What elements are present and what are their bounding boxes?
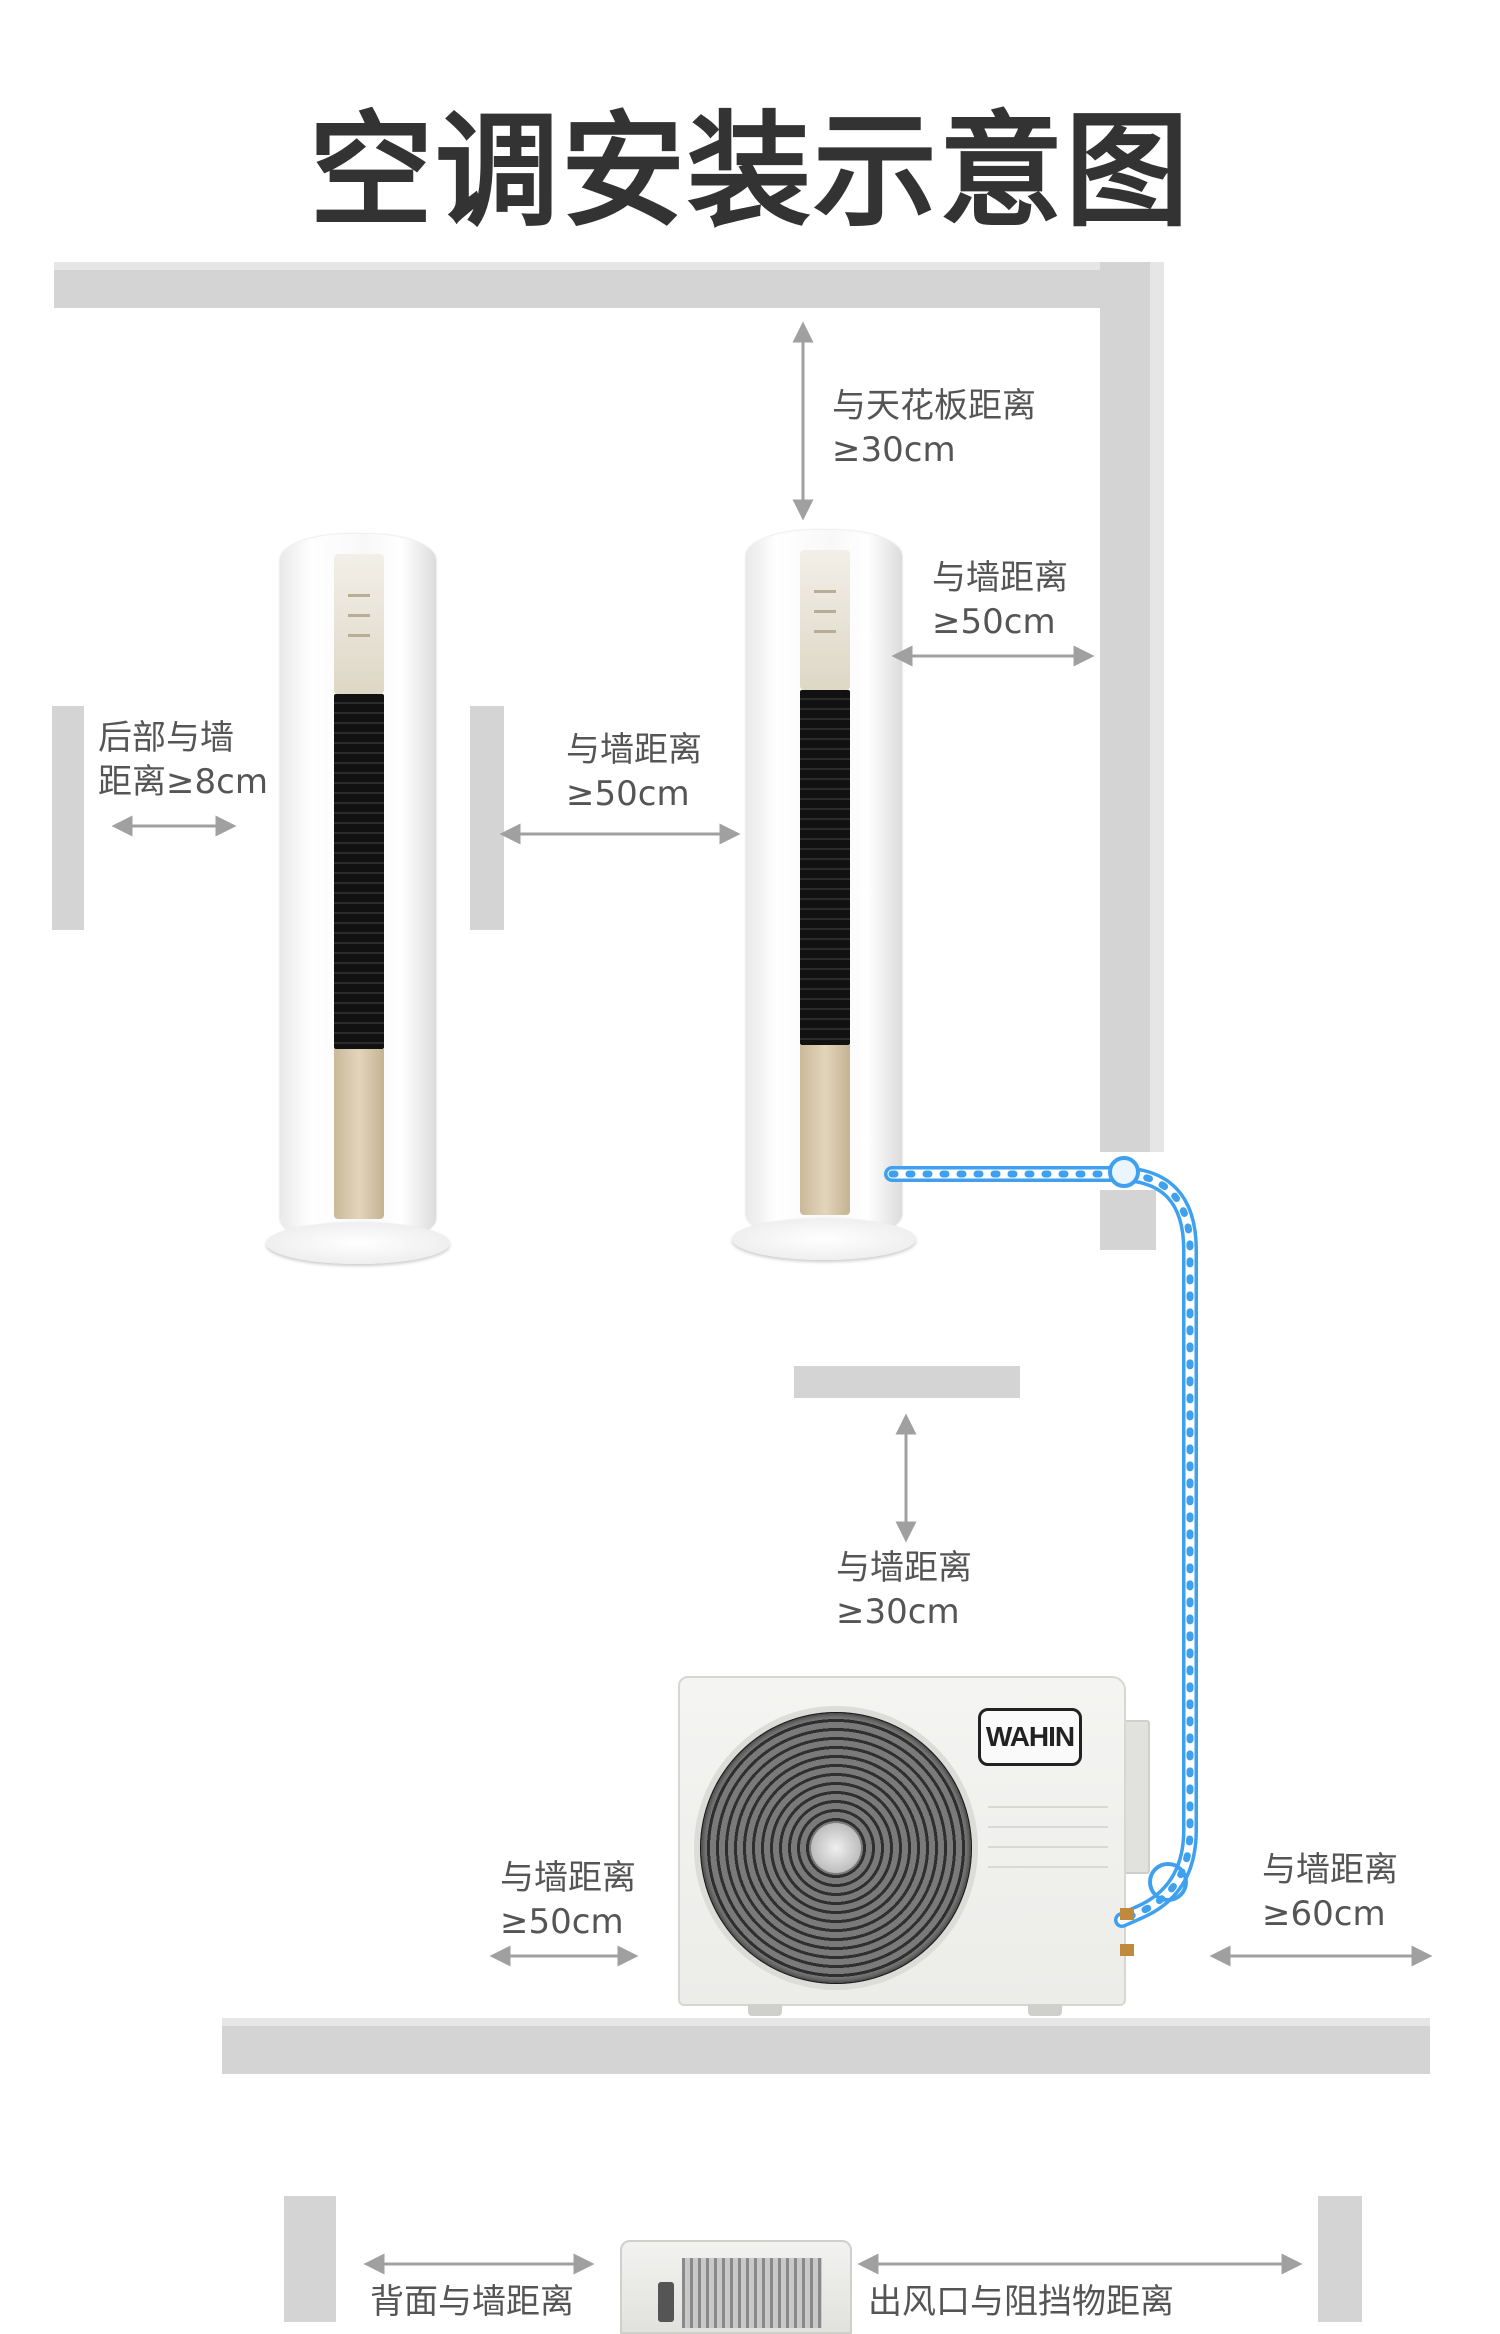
copper-valve bbox=[1120, 1944, 1134, 1956]
copper-valve bbox=[1120, 1908, 1134, 1920]
ceiling-distance-label: 与天花板距离 ≥30cm bbox=[832, 384, 1036, 472]
refrigerant-pipe bbox=[892, 1158, 1190, 1920]
back-wall-distance-label: 后部与墙 距离≥8cm bbox=[98, 716, 268, 804]
bottom-right-distance-label: 出风口与阻挡物距离 bbox=[868, 2280, 1174, 2324]
bottom-left-distance-label: 背面与墙距离 bbox=[370, 2280, 574, 2324]
outdoor-right-distance-label: 与墙距离 ≥60cm bbox=[1262, 1848, 1398, 1936]
outdoor-left-distance-label: 与墙距离 ≥50cm bbox=[500, 1856, 636, 1944]
between-units-distance-label: 与墙距离 ≥50cm bbox=[566, 728, 702, 816]
right-wall-distance-label: 与墙距离 ≥50cm bbox=[932, 556, 1068, 644]
outdoor-top-distance-label: 与墙距离 ≥30cm bbox=[836, 1546, 972, 1634]
